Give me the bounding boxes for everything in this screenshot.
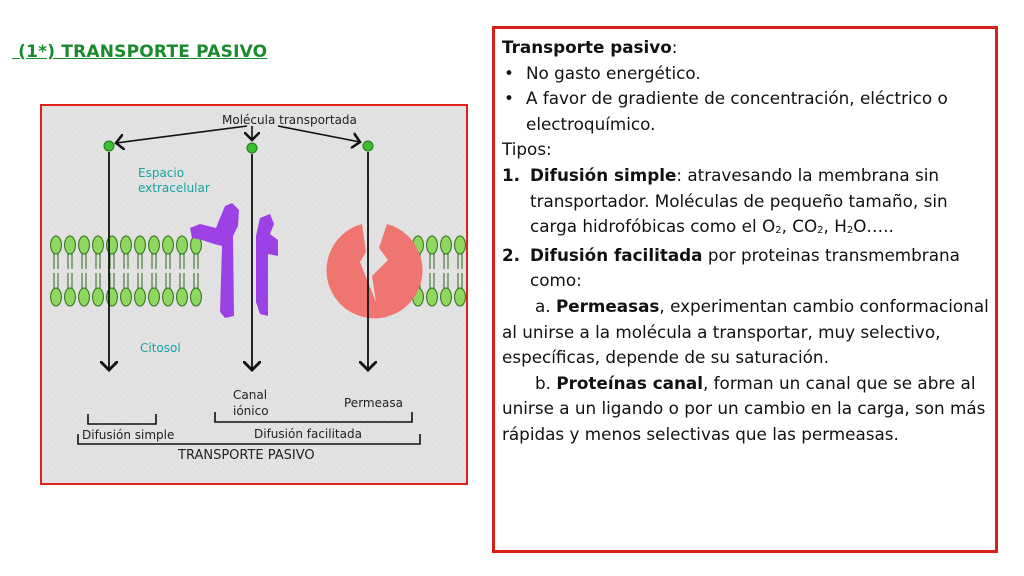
molecule-dot-2 xyxy=(246,142,258,154)
molecule-dot-3 xyxy=(362,140,374,152)
slide-title: (1*) TRANSPORTE PASIVO xyxy=(12,42,268,62)
bullet-text-2: A favor de gradiente de concentración, e… xyxy=(526,88,948,134)
membrane-diagram: Molécula transportada Espacio extracelul… xyxy=(42,106,466,483)
subtype-b-prefix: b. xyxy=(535,372,557,393)
cytosol-label: Citosol xyxy=(140,341,181,355)
bullet-item: • No gasto energético. xyxy=(502,61,989,87)
type-text-1: Difusión simple: atravesando la membrana… xyxy=(530,163,989,243)
heading-colon: : xyxy=(671,37,678,57)
subtype-a: a. Permeasas, experimentan cambio confor… xyxy=(502,294,989,371)
permease-label: Permeasa xyxy=(344,396,403,410)
type-title-1: Difusión simple xyxy=(530,164,677,185)
transport-arrows xyxy=(109,152,368,370)
molecule-pointer-arrows xyxy=(116,125,360,143)
type-desc-2: por proteinas transmembrana como: xyxy=(530,244,960,291)
type-item-1: 1. Difusión simple: atravesando la membr… xyxy=(502,163,989,243)
subtype-a-desc: , experimentan cambio conformacional al … xyxy=(502,295,989,368)
type-number-1: 1. xyxy=(502,164,521,185)
type-desc-1a: : atravesando la membrana sin transporta… xyxy=(530,164,948,237)
explanation-panel: Transporte pasivo: • No gasto energético… xyxy=(492,26,998,553)
molecule-dot-1 xyxy=(103,140,115,152)
molecule-label: Molécula transportada xyxy=(222,113,357,127)
subscript-o2: 2 xyxy=(775,225,782,237)
permease-protein xyxy=(326,224,423,319)
subtype-b: b. Proteínas canal, forman un canal que … xyxy=(502,371,989,448)
type-text-2: Difusión facilitada por proteinas transm… xyxy=(530,243,989,294)
subtype-a-prefix: a. xyxy=(535,295,556,316)
extracellular-label-2: extracelular xyxy=(138,181,210,195)
simple-diffusion-label: Difusión simple xyxy=(82,428,174,442)
channel-label-1: Canal xyxy=(233,388,267,402)
passive-transport-figure: Molécula transportada Espacio extracelul… xyxy=(40,104,468,485)
bullet-icon: • xyxy=(504,62,514,83)
bullet-text-1: No gasto energético. xyxy=(526,62,701,83)
subscript-h2o: 2 xyxy=(846,225,854,237)
type-item-2: 2. Difusión facilitada por proteinas tra… xyxy=(502,243,989,294)
channel-label-2: iónico xyxy=(233,404,269,418)
subtype-a-title: Permeasas xyxy=(555,295,660,316)
extracellular-label-1: Espacio xyxy=(138,166,184,180)
diffusion-brackets xyxy=(77,412,421,445)
subscript-co2: 2 xyxy=(817,225,824,237)
figure-caption: TRANSPORTE PASIVO xyxy=(177,448,315,463)
facilitated-diffusion-label: Difusión facilitada xyxy=(254,427,362,441)
type-desc-1b: , CO xyxy=(781,216,818,237)
panel-heading: Transporte pasivo: xyxy=(502,35,989,61)
type-number-2: 2. xyxy=(502,244,521,265)
subtype-b-desc: , forman un canal que se abre al unirse … xyxy=(502,372,986,444)
types-label: Tipos: xyxy=(502,139,552,160)
type-title-2: Difusión facilitada xyxy=(530,244,703,265)
subtype-b-title: Proteínas canal xyxy=(556,372,703,393)
heading-bold: Transporte pasivo xyxy=(502,37,672,57)
ion-channel-protein xyxy=(190,203,278,318)
bullet-item: • A favor de gradiente de concentración,… xyxy=(502,86,989,137)
type-desc-1c: , H xyxy=(823,216,847,237)
bullet-icon: • xyxy=(504,88,514,109)
type-desc-1d: O….. xyxy=(853,216,894,237)
